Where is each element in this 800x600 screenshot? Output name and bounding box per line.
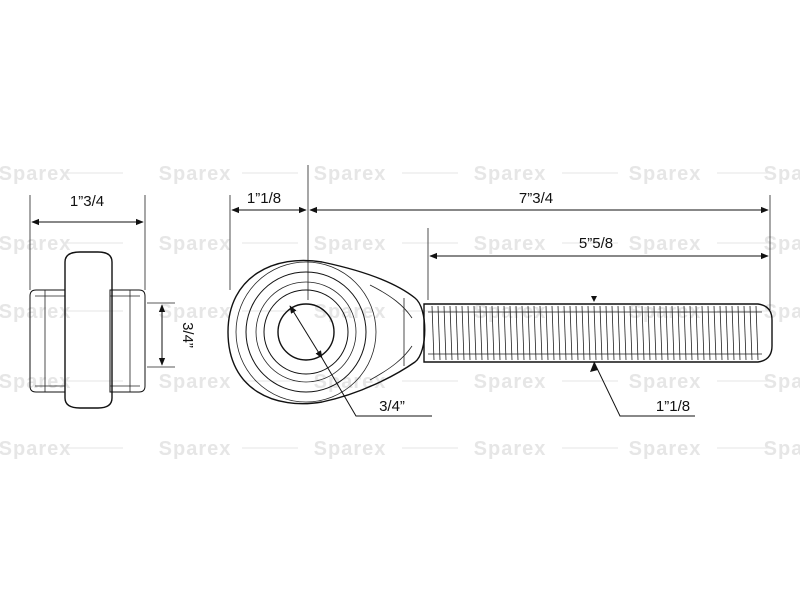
watermark-text: Sparex <box>764 233 800 255</box>
thread-line <box>551 305 555 361</box>
thread-line <box>449 305 453 361</box>
watermark-text: Sparex <box>629 371 702 393</box>
thread-line <box>527 305 531 361</box>
thread-line <box>491 305 495 361</box>
thread-line <box>671 305 675 361</box>
watermark-text: Sparex <box>159 438 232 460</box>
thread-line <box>539 305 543 361</box>
watermark-text: Sparex <box>159 301 232 323</box>
thread-line <box>569 305 573 361</box>
thread-line <box>581 305 585 361</box>
watermark-text: Sparex <box>0 163 71 185</box>
side-height-label: 3/4” <box>179 322 196 348</box>
thread-line <box>479 305 483 361</box>
thread-line <box>485 305 489 361</box>
thread-line <box>701 305 705 361</box>
thread-line <box>755 305 759 361</box>
thread-line <box>731 305 735 361</box>
watermark-text: Sparex <box>629 233 702 255</box>
watermark-text: Sparex <box>314 163 387 185</box>
thread-line <box>659 305 663 361</box>
thread-line <box>719 305 723 361</box>
thread-line <box>737 305 741 361</box>
watermark-text: Sparex <box>159 163 232 185</box>
thread-line <box>653 305 657 361</box>
thread-line <box>575 305 579 361</box>
thread-line <box>617 305 621 361</box>
watermark-text: Sparex <box>0 438 71 460</box>
thread-line <box>665 305 669 361</box>
watermark-text: Sparex <box>629 163 702 185</box>
thread-line <box>431 305 435 361</box>
thread-line <box>695 305 699 361</box>
rod-end-view <box>227 165 773 417</box>
watermark-text: Sparex <box>474 233 547 255</box>
thread-line <box>461 305 465 361</box>
thread-line <box>623 305 627 361</box>
watermark-text: Sparex <box>0 301 71 323</box>
thread-line <box>497 305 501 361</box>
thread-line <box>593 305 597 361</box>
thread-line <box>635 305 639 361</box>
thread-line <box>443 305 447 361</box>
thread-line <box>515 305 519 361</box>
watermark-text: Sparex <box>764 438 800 460</box>
thread-line <box>503 305 507 361</box>
watermark-text: Sparex <box>314 233 387 255</box>
watermark-text: Sparex <box>764 371 800 393</box>
thread-line <box>467 305 471 361</box>
thread-line <box>707 305 711 361</box>
thread-line <box>437 305 441 361</box>
eye-width-label: 1”1/8 <box>247 190 281 207</box>
thread-line <box>563 305 567 361</box>
watermark-text: Sparex <box>314 301 387 323</box>
watermark-text: Sparex <box>629 438 702 460</box>
watermark-text: Sparex <box>474 371 547 393</box>
thread-line <box>455 305 459 361</box>
watermark-text: Sparex <box>764 163 800 185</box>
thread-line <box>749 305 753 361</box>
bore-diameter-label: 3/4” <box>379 398 405 415</box>
watermark-text: Sparex <box>764 301 800 323</box>
thread-line <box>689 305 693 361</box>
thread-line <box>713 305 717 361</box>
overall-length-label: 7”3/4 <box>519 190 553 207</box>
thread-line <box>725 305 729 361</box>
thread-lines <box>431 305 759 361</box>
watermark-text: Sparex <box>474 438 547 460</box>
side-width-label: 1”3/4 <box>70 193 104 210</box>
thread-line <box>473 305 477 361</box>
thread-line <box>743 305 747 361</box>
watermark-text: Sparex <box>0 233 71 255</box>
thread-line <box>545 305 549 361</box>
thread-line <box>509 305 513 361</box>
thread-line <box>641 305 645 361</box>
thread-length-label: 5”5/8 <box>579 235 613 252</box>
thread-line <box>533 305 537 361</box>
thread-line <box>605 305 609 361</box>
thread-line <box>647 305 651 361</box>
watermark-text: Sparex <box>474 163 547 185</box>
watermark-layer: SparexSparexSparexSparexSparexSparexSpar… <box>0 163 800 460</box>
thread-line <box>629 305 633 361</box>
thread-line <box>521 305 525 361</box>
watermark-text: Sparex <box>314 438 387 460</box>
thread-line <box>677 305 681 361</box>
thread-line <box>599 305 603 361</box>
thread-line <box>557 305 561 361</box>
watermark-text: Sparex <box>159 371 232 393</box>
thread-diameter-label: 1”1/8 <box>656 398 690 415</box>
side-view <box>29 195 175 409</box>
watermark-text: Sparex <box>0 371 71 393</box>
thread-line <box>683 305 687 361</box>
watermark-text: Sparex <box>314 371 387 393</box>
thread-line <box>587 305 591 361</box>
thread-line <box>611 305 615 361</box>
watermark-text: Sparex <box>159 233 232 255</box>
